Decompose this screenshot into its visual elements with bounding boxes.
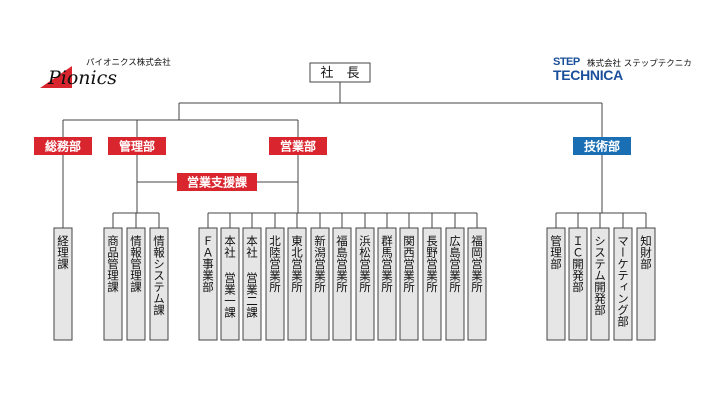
leaf-label-hiroshima: 広島営業所 (448, 235, 462, 293)
leaf-box-johosys (149, 227, 169, 341)
leaf-box-tohoku (287, 227, 307, 341)
leaf-box-sys (590, 227, 610, 341)
leaf-box-nagano (422, 227, 442, 341)
dept-label-eigyo: 営業部 (280, 139, 316, 154)
leaf-label-keiri: 経理課 (56, 235, 70, 270)
steptechnica-logo: STEP 株式会社 ステップテクニカ TECHNICA (553, 56, 703, 96)
dept-label-gijutsu: 技術部 (584, 139, 620, 154)
leaf-label-johokanri: 情報管理課 (129, 235, 143, 293)
leaf-box-honsha2 (242, 227, 262, 341)
leaf-label-fukushima: 福島営業所 (335, 234, 349, 293)
leaf-box-fukuoka (467, 227, 487, 341)
leaf-box-gunma (377, 227, 397, 341)
leaf-label-kansai: 関西営業所 (402, 235, 416, 293)
dept-label-somu: 総務部 (45, 139, 81, 154)
support-box (177, 173, 257, 191)
pionics-logo: パイオニクス株式会社 Pionics (38, 56, 198, 96)
leaf-label-honsha1: 本社 営業一課 (223, 234, 237, 318)
leaf-box-niigata (310, 227, 330, 341)
leaf-box-honsha1 (220, 227, 240, 341)
leaf-label-hamamatsu: 浜松営業所 (358, 235, 372, 293)
leaf-box-mkt (613, 227, 633, 341)
leaf-label-shohin: 商品管理課 (106, 234, 120, 292)
dept-box-gijutsu (573, 137, 631, 155)
president-box (309, 62, 371, 83)
leaf-box-johokanri (126, 227, 146, 341)
leaf-label-nagano: 長野営業所 (425, 235, 439, 293)
leaf-label-tohoku: 東北営業所 (290, 235, 304, 293)
leaf-label-johosys: 情報システム課 (152, 235, 166, 316)
steptechnica-wordmark-bottom: TECHNICA (553, 67, 623, 83)
steptechnica-wordmark-top: STEP (553, 56, 580, 68)
leaf-box-hiroshima (445, 227, 465, 341)
dept-label-kanri: 管理部 (119, 139, 155, 154)
leaf-label-fa: ＦＡ事業部 (201, 235, 215, 293)
steptechnica-company-name: 株式会社 ステップテクニカ (587, 59, 692, 69)
leaf-label-fukuoka: 福岡営業所 (470, 234, 484, 293)
pionics-company-name: パイオニクス株式会社 (86, 58, 171, 68)
leaf-box-hamamatsu (355, 227, 375, 341)
leaf-label-sys: システム開発部 (593, 235, 607, 316)
leaf-box-fa (198, 227, 218, 341)
leaf-label-ic: ＩＣ開発部 (571, 235, 585, 293)
leaf-box-kanribu (546, 227, 566, 341)
leaf-box-ic (568, 227, 588, 341)
leaf-label-kanribu: 管理部 (549, 234, 563, 269)
dept-box-eigyo (269, 137, 327, 155)
leaf-label-chizai: 知財部 (639, 234, 653, 269)
leaf-box-fukushima (332, 227, 352, 341)
leaf-box-shohin (103, 227, 123, 341)
leaf-label-hokuriku: 北陸営業所 (268, 235, 282, 293)
leaf-box-hokuriku (265, 227, 285, 341)
leaf-box-chizai (636, 227, 656, 341)
dept-box-somu (34, 137, 92, 155)
pionics-logo-mark (40, 66, 72, 88)
pionics-wordmark: Pionics (48, 67, 118, 89)
leaf-label-gunma: 群馬営業所 (380, 234, 394, 293)
leaf-label-honsha2: 本社 営業二課 (245, 234, 259, 318)
president-label: 社 長 (320, 65, 359, 81)
leaf-box-keiri (53, 227, 73, 341)
leaf-box-kansai (399, 227, 419, 341)
leaf-label-niigata: 新潟営業所 (313, 234, 327, 293)
support-label: 営業支援課 (187, 175, 248, 190)
dept-box-kanri (108, 137, 166, 155)
leaf-label-mkt: マーケティング部 (616, 235, 630, 327)
